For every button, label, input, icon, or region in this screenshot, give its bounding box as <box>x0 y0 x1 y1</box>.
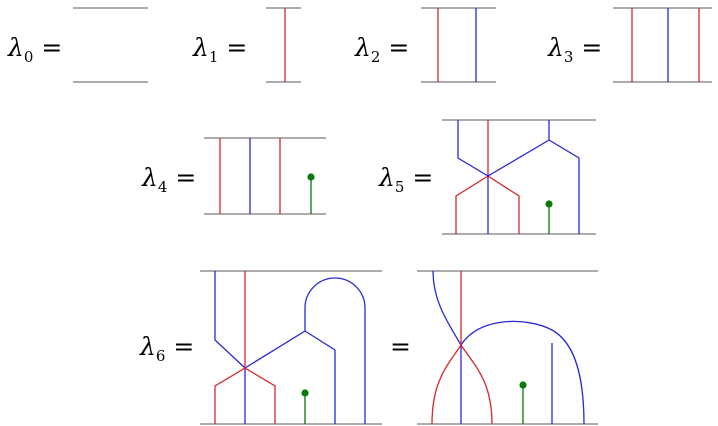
lambda6-equals: = <box>173 332 194 361</box>
diagram-lambda4 <box>204 137 326 215</box>
lambda4-green-dot <box>307 173 315 181</box>
lambda3-symbol: λ <box>547 33 564 62</box>
lambda5-green-dot <box>545 200 553 208</box>
lambda5-red-strand-branch <box>487 175 520 234</box>
diagram-lambda6-right <box>417 270 598 425</box>
lambda6-right-red-strand <box>431 271 462 425</box>
lambda6-right-green-dot <box>519 381 527 389</box>
lambda2-symbol: λ <box>354 33 371 62</box>
lambda6-right-red-branch <box>460 344 493 425</box>
lambda6-right-blue-strand <box>432 270 462 424</box>
lambda6-right-blue-arc <box>460 320 585 425</box>
lambda5-symbol: λ <box>378 163 395 192</box>
diagram-lambda2 <box>421 7 496 83</box>
lambda1-symbol: λ <box>192 33 209 62</box>
lambda6-symbol: λ <box>139 332 156 361</box>
lambda5-subscript: 5 <box>395 178 405 196</box>
lambda2-equals: = <box>388 33 409 62</box>
svg-text:λ0=: λ0 = <box>7 33 62 66</box>
lambda1-subscript: 1 <box>209 48 219 66</box>
lambda6-subscript: 6 <box>156 347 166 365</box>
label-lambda0: λ0 = <box>7 33 62 66</box>
svg-text:λ1=: λ1 = <box>192 33 247 66</box>
lambda5-blue-strand-right <box>548 139 580 234</box>
diagram-lambda5 <box>442 119 596 235</box>
label-lambda1: λ1 = <box>192 33 247 66</box>
lambda5-equals: = <box>412 163 433 192</box>
svg-text:λ6=: λ6 = <box>139 332 194 365</box>
lambda5-red-strand-crossing <box>455 120 489 234</box>
svg-text:λ5=: λ5 = <box>378 163 433 196</box>
diagram-lambda6-left <box>200 270 382 425</box>
label-lambda2: λ2 = <box>354 33 409 66</box>
svg-text:λ3=: λ3 = <box>547 33 602 66</box>
lambda6-left-red-branch <box>244 367 276 424</box>
diagram-lambda3 <box>613 7 712 83</box>
diagram-lambda0 <box>73 7 148 83</box>
lambda3-equals: = <box>581 33 602 62</box>
svg-text:λ2=: λ2 = <box>354 33 409 66</box>
diagram-lambda1 <box>266 7 301 83</box>
middle-equals-sign: = <box>390 332 411 361</box>
label-lambda6: λ6 = <box>139 332 194 365</box>
lambda0-symbol: λ <box>7 33 24 62</box>
lambda4-subscript: 4 <box>158 178 168 196</box>
lambda2-subscript: 2 <box>371 48 381 66</box>
lambda6-left-blue-branch <box>304 330 336 424</box>
lambda5-blue-strand-cup <box>457 120 550 177</box>
lambda0-subscript: 0 <box>24 48 34 66</box>
label-lambda4: λ4 = <box>141 163 196 196</box>
lambda1-equals: = <box>226 33 247 62</box>
lambda6-left-green-dot <box>301 389 309 397</box>
lambda3-subscript: 3 <box>564 48 574 66</box>
lambda4-symbol: λ <box>141 163 158 192</box>
label-lambda5: λ5 = <box>378 163 433 196</box>
lambda4-equals: = <box>175 163 196 192</box>
svg-text:λ4=: λ4 = <box>141 163 196 196</box>
label-lambda3: λ3 = <box>547 33 602 66</box>
lambda6-left-red-strand <box>214 271 246 424</box>
lambda6-left-blue-cap-strand <box>214 271 366 424</box>
lambda0-equals: = <box>41 33 62 62</box>
